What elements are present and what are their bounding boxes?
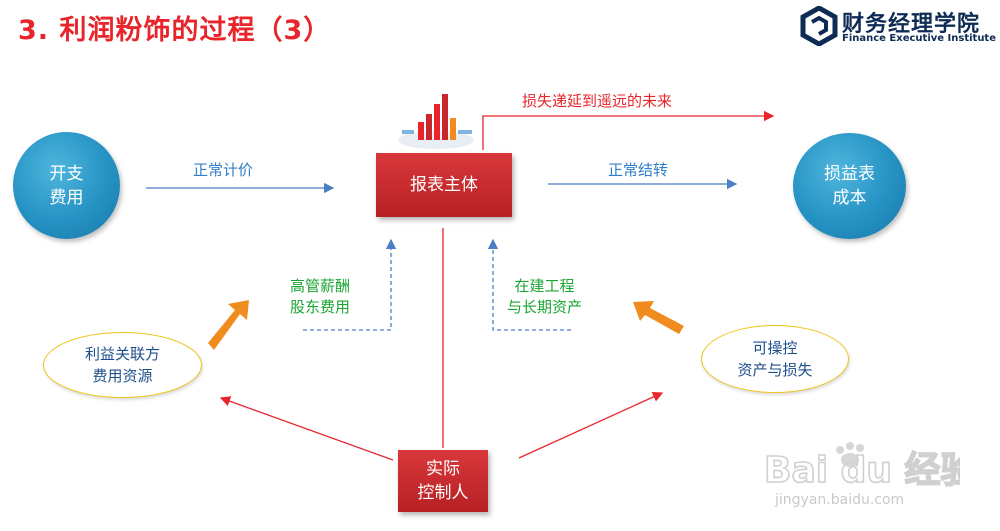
watermark-brand: Bai du 经验 (764, 450, 960, 491)
node-expense-line2: 费用 (49, 187, 84, 208)
node-controller: 实际 控制人 (398, 450, 488, 512)
node-related-party: 利益关联方 费用资源 (43, 332, 202, 398)
node-income-cost-line2: 成本 (832, 188, 867, 208)
node-entity-label: 报表主体 (410, 175, 478, 195)
label-exec-pay: 高管薪酬 股东费用 (290, 276, 350, 318)
label-construction-line2: 与长期资产 (507, 298, 583, 316)
label-exec-pay-line2: 股东费用 (290, 298, 351, 316)
node-controller-line2: 控制人 (417, 483, 469, 503)
orange-arrow-left-icon (208, 300, 249, 350)
page-title: 3. 利润粉饰的过程（3） (18, 15, 332, 46)
node-related-party-line2: 费用资源 (92, 367, 153, 385)
watermark-logo: Bai du 经验 (760, 440, 977, 496)
orange-arrow-right-icon (633, 301, 684, 334)
node-income-cost-line1: 损益表 (824, 164, 875, 184)
label-construction: 在建工程 与长期资产 (507, 276, 582, 318)
node-manipulable: 可操控 资产与损失 (701, 325, 849, 393)
arrow-controller-to-related (219, 396, 394, 461)
node-manipulable-line2: 资产与损失 (737, 361, 813, 379)
node-expense: 开支 费用 (13, 132, 120, 239)
node-related-party-line1: 利益关联方 (84, 345, 160, 363)
dashed-arrow-exec-pay (303, 238, 397, 331)
paw-icon (836, 442, 864, 467)
logo-name-en: Finance Executive Institute (842, 33, 996, 44)
logo-mark-icon (800, 5, 838, 47)
chart-decoration-icon (396, 92, 476, 150)
arrow-controller-to-manipulable (518, 392, 664, 459)
node-entity: 报表主体 (376, 153, 512, 217)
logo: 财务经理学院 Finance Executive Institute (800, 5, 996, 48)
label-normal-pricing: 正常计价 (193, 161, 254, 179)
arrow-defer-loss (482, 110, 775, 150)
label-exec-pay-line1: 高管薪酬 (290, 277, 351, 295)
label-construction-line1: 在建工程 (514, 277, 575, 295)
watermark-url: jingyan.baidu.com (775, 492, 905, 508)
dashed-arrow-construction (487, 238, 571, 331)
label-defer-loss: 损失递延到遥远的未来 (522, 92, 673, 110)
node-expense-line1: 开支 (49, 163, 84, 184)
node-income-cost: 损益表 成本 (793, 133, 906, 239)
label-normal-transfer: 正常结转 (608, 161, 669, 179)
logo-name-cn: 财务经理学院 (842, 12, 981, 37)
node-manipulable-line1: 可操控 (752, 339, 798, 357)
node-controller-line1: 实际 (426, 459, 460, 479)
